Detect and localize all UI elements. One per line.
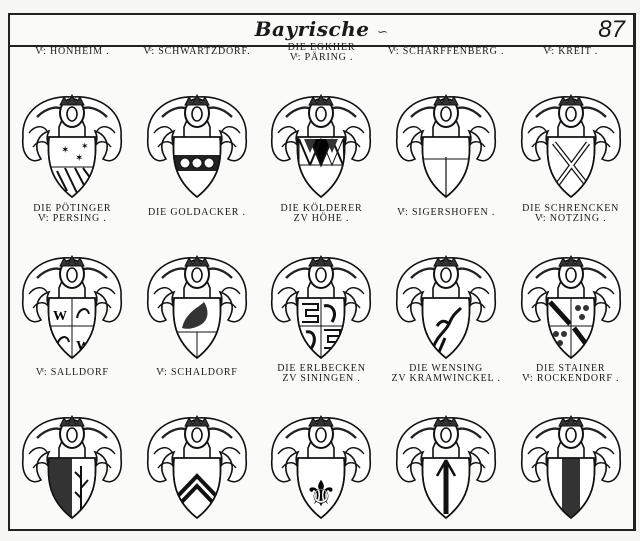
coat-of-arms-icon: ⚜ xyxy=(262,388,380,526)
arms-grid: Vͨ: HONHEIM . ✶ ✶ ✶ Vͨ: SCHWARTZDORF. DIE EGK… xyxy=(10,43,633,529)
coat-of-arms-cell: DIE EGKHER Vͨ: PÄRING . xyxy=(259,43,384,208)
coat-of-arms-icon xyxy=(387,388,505,526)
family-name-label: Vͨ: SCHALDORF xyxy=(156,367,238,379)
coat-of-arms-cell: DIE SCHRENCKEN Vͨ: NOTZING . xyxy=(508,203,633,369)
family-name-label: Vͨ: SIGERSHOFEN . xyxy=(397,206,496,218)
coat-of-arms-icon xyxy=(138,228,256,366)
family-name-label: DIE SCHRENCKEN Vͨ: NOTZING . xyxy=(522,202,620,224)
page-title: Bayrische ∽ xyxy=(10,17,633,41)
svg-text:✶: ✶ xyxy=(81,141,89,151)
page-number: 87 xyxy=(598,16,625,43)
family-name-label: DIE STAINER Vͨ: ROCKENDORF . xyxy=(522,363,620,385)
family-name-label: DIE EGKHER Vͨ: PÄRING . xyxy=(287,42,356,63)
coat-of-arms-icon xyxy=(512,228,630,366)
coat-of-arms-cell: Vͨ: HONHEIM . ✶ ✶ ✶ xyxy=(10,47,135,208)
flourish-ornament: ∽ xyxy=(376,25,389,40)
svg-text:✶: ✶ xyxy=(61,145,69,156)
svg-text:✶: ✶ xyxy=(75,153,83,164)
family-name-label: DIE KÖLDERER ZV HÖHE . xyxy=(280,202,363,224)
coat-of-arms-cell: DIE ERLBECKEN ZV SININGEN . ⚜ xyxy=(259,364,384,529)
coat-of-arms-cell: Vͨ: SCHARFFENBERG . xyxy=(384,47,509,208)
title-text: Bayrische xyxy=(254,17,370,41)
coat-of-arms-icon xyxy=(262,67,380,205)
coat-of-arms-icon xyxy=(13,388,131,526)
family-name-label: Vͨ: SCHARFFENBERG . xyxy=(387,46,505,57)
coat-of-arms-cell: Vͨ: KREIT . xyxy=(508,47,633,208)
coat-of-arms-icon xyxy=(512,67,630,205)
family-name-label: DIE GOLDACKER . xyxy=(147,206,246,218)
coat-of-arms-cell: DIE KÖLDERER ZV HÖHE . xyxy=(259,203,384,369)
coat-of-arms-icon xyxy=(138,67,256,205)
coat-of-arms-icon xyxy=(512,388,630,526)
family-name-label: DIE PÖTINGER Vͨ: PERSING . xyxy=(33,202,112,224)
coat-of-arms-icon xyxy=(387,228,505,366)
family-name-label: Vͨ: SALLDORF xyxy=(35,367,109,379)
coat-of-arms-cell: DIE STAINER Vͨ: ROCKENDORF . xyxy=(508,364,633,529)
page-header: Bayrische ∽ 87 xyxy=(10,15,633,47)
family-name-label: Vͨ: HONHEIM . xyxy=(35,46,110,57)
coat-of-arms-icon xyxy=(138,388,256,526)
coat-of-arms-icon xyxy=(262,228,380,366)
armorial-page: Bayrische ∽ 87 Vͨ: HONHEIM . ✶ ✶ ✶ Vͨ: SCHWA… xyxy=(8,13,636,531)
coat-of-arms-cell: Vͨ: SALLDORF xyxy=(10,368,135,529)
coat-of-arms-cell: Vͨ: SCHWARTZDORF. xyxy=(135,47,260,208)
family-name-label: Vͨ: SCHWARTZDORF. xyxy=(143,46,251,57)
family-name-label: DIE WENSING ZV KRAMWINCKEL . xyxy=(391,363,501,385)
coat-of-arms-cell: Vͨ: SCHALDORF xyxy=(135,368,260,529)
coat-of-arms-cell: DIE WENSING ZV KRAMWINCKEL . xyxy=(384,364,509,529)
family-name-label: Vͨ: KREIT . xyxy=(543,46,599,57)
coat-of-arms-icon xyxy=(387,67,505,205)
coat-of-arms-cell: Vͨ: SIGERSHOFEN . xyxy=(384,206,509,369)
coat-of-arms-icon: ✶ ✶ ✶ xyxy=(13,67,131,205)
coat-of-arms-cell: DIE GOLDACKER . xyxy=(135,206,260,369)
family-name-label: DIE ERLBECKEN ZV SININGEN . xyxy=(277,363,366,385)
svg-text:W: W xyxy=(53,309,67,324)
